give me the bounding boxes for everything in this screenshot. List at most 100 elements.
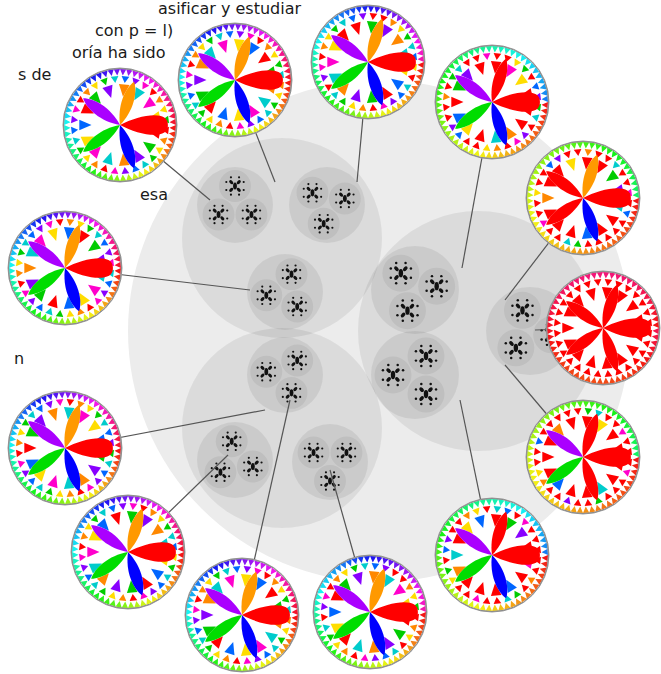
motif-dot [257,298,259,300]
disk-face [546,271,660,385]
ring-tile [623,470,631,477]
motif-dot [519,357,521,359]
motif-dot [235,432,237,434]
rim-tile [547,328,553,334]
tree-level-2 [292,424,368,500]
rim-tile [291,603,298,609]
motif-wing [252,216,258,222]
motif-dot [429,365,431,367]
rim-tile [9,256,16,262]
fractal-motif [396,299,419,322]
ring-tile [583,281,590,289]
motif-dot [411,299,413,301]
ring-tile [639,350,647,357]
rim-tile [114,69,120,75]
ring-tile [400,642,407,649]
motif-wing [285,394,291,400]
flame-tile [597,160,608,173]
motif-dot [319,231,321,233]
ring-tile [321,603,328,611]
motif-dot [223,480,225,482]
motif-dot [254,222,256,224]
petal [602,328,618,371]
flame-tile [87,547,99,558]
fractal-motif [320,471,340,491]
disk-border [436,46,549,159]
ring-tile [271,51,279,58]
rim-tile [498,46,504,53]
rim-tile [356,6,362,13]
text-fragment: oría ha sido [72,44,165,62]
rim-tile [223,24,229,31]
motif-wing [517,349,523,355]
petal [492,545,540,565]
motif-dot [307,183,309,185]
hyperbolic-disk [8,391,122,505]
motif-dot [209,217,211,219]
ring-tile [323,592,331,599]
flame-tile [606,215,619,226]
ring-tile [408,75,416,82]
motif-dot [341,443,343,445]
ring-tile [560,299,568,306]
flame-tile [384,637,395,650]
ring-tile [445,535,453,542]
flame-tile [24,443,36,454]
disk-face [435,45,549,159]
petal [546,171,583,198]
ring-tile [195,595,203,602]
ring-tile [536,211,544,218]
motif-wing [393,274,399,280]
motif-wing [291,361,297,367]
motif-wing [260,373,266,379]
tree-level-3 [219,170,251,202]
motif-dot [286,383,288,385]
fractal-motif [303,183,323,203]
ring-tile [605,155,612,163]
disk-border [72,496,185,609]
motif-dot [257,375,259,377]
tree-level-2 [247,254,323,330]
ring-tile [198,43,205,50]
motif-wing [306,194,312,200]
rim-tile [603,272,609,278]
motif-core [322,220,326,227]
ring-tile [574,285,581,293]
motif-dot [228,475,230,477]
petal [546,457,583,484]
ring-tile [205,578,212,585]
rim-tile [72,540,79,546]
ring-tile [100,78,107,86]
ring-tile [164,574,172,581]
ring-tile [463,138,470,146]
ring-tile [327,583,335,590]
ring-tile [528,526,536,533]
tree-level-3 [382,255,419,292]
ring-tile [372,563,380,570]
motif-dot [333,471,335,473]
motif-wing [515,303,521,309]
rim-tile [120,69,126,75]
fractal-motif [505,337,528,360]
rim-tile [603,378,609,384]
rim-tile [632,204,639,210]
flame-tile [515,119,528,130]
rim-tile [65,392,71,398]
flame-tile [151,569,164,580]
petal [28,448,65,475]
petal [205,615,242,642]
ring-tile [56,490,64,497]
motif-wing [228,187,234,193]
flame-tile [617,353,628,366]
ring-tile [392,569,399,577]
tree-level-3 [308,208,340,240]
ring-tile [67,399,75,406]
ring-tile [325,33,333,40]
tree-level-3 [330,437,362,469]
ring-tile [463,591,470,599]
rim-tile [186,603,193,609]
motif-core [405,307,409,315]
rim-tile [597,378,603,384]
motif-dot [327,214,329,216]
ring-tile [625,285,632,293]
